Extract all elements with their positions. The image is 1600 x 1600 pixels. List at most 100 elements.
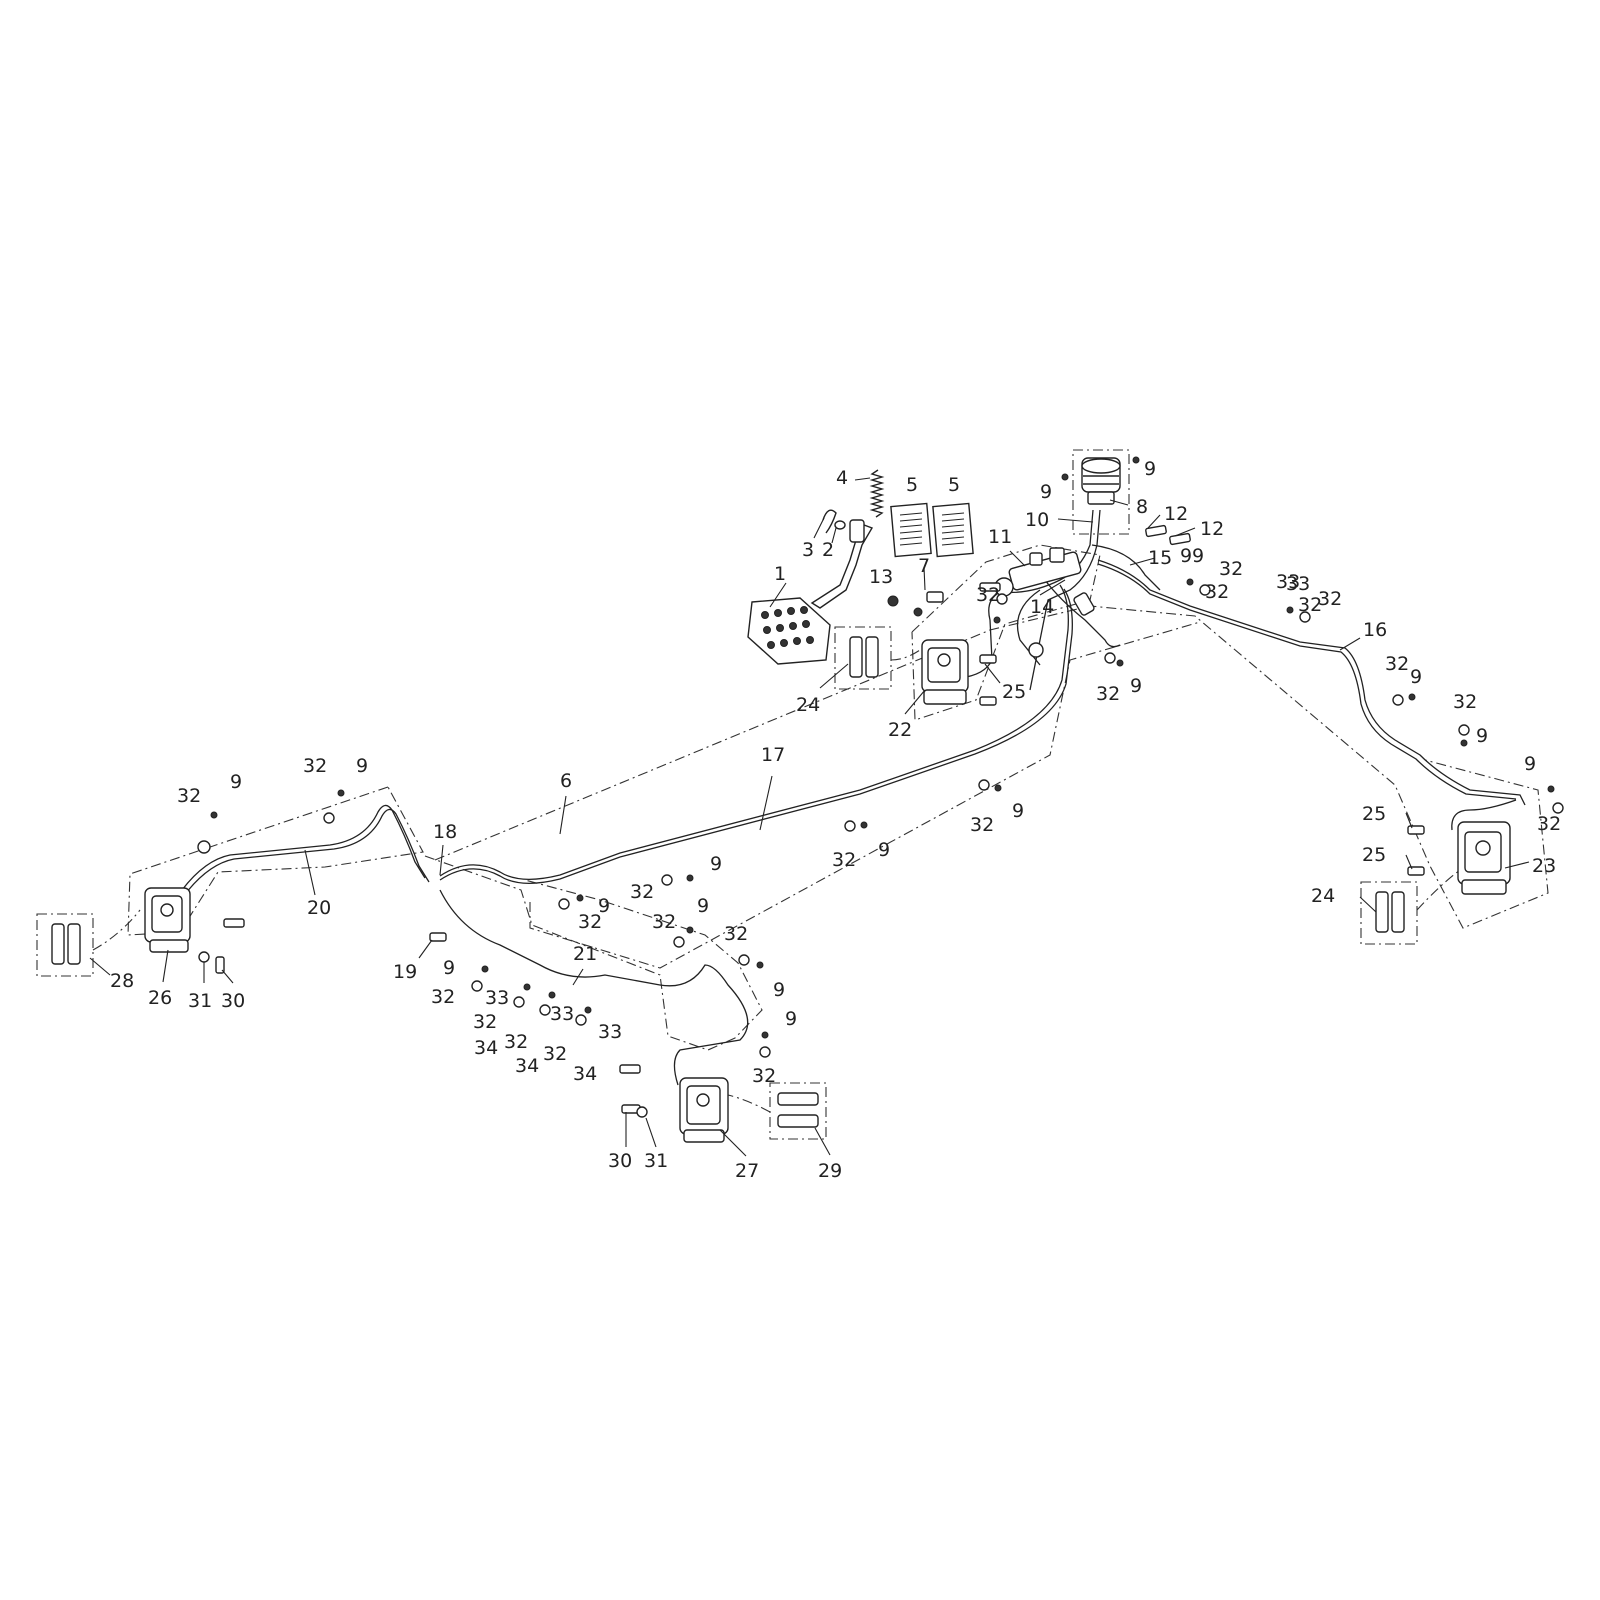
callout-28: 28: [110, 970, 134, 992]
bolt-30-rear: [619, 1064, 641, 1074]
callout-32: 32: [1096, 683, 1120, 705]
callout-17: 17: [761, 744, 785, 766]
pads-24-left: [849, 636, 879, 678]
bolt-30-left: [223, 918, 245, 928]
switch-14: [1073, 592, 1095, 616]
callout-32: 32: [652, 911, 676, 933]
callout-32: 32: [1219, 558, 1243, 580]
callout-13: 13: [869, 566, 893, 588]
brake-line-21: [439, 889, 749, 1086]
master-cylinder-assembly: [979, 457, 1191, 616]
brake-line-20: [181, 804, 426, 891]
callout-32: 32: [630, 881, 654, 903]
callout-9: 9: [356, 755, 368, 777]
nut-7: [913, 607, 923, 617]
reservoir-base: [1087, 491, 1115, 505]
hose-10-b: [1029, 509, 1101, 691]
callout-32: 32: [431, 986, 455, 1008]
arc-28-26: [92, 909, 141, 951]
callout-32: 32: [1453, 691, 1477, 713]
callout-24-left: 24: [796, 694, 820, 716]
callout-25-right-lower: 25: [1362, 844, 1386, 866]
hardware: [197, 456, 1564, 1118]
callout-32: 32: [1537, 813, 1561, 835]
caliper-23: [1457, 821, 1511, 895]
caliper-27: [679, 1077, 729, 1143]
callout-8: 8: [1136, 496, 1148, 518]
callout-31-rear: 31: [644, 1150, 668, 1172]
bolt-25d: [1407, 866, 1425, 876]
arc-29-27: [727, 1094, 771, 1113]
callout-23: 23: [1532, 855, 1556, 877]
hose-14: [1044, 579, 1121, 648]
callout-15: 15: [1148, 547, 1172, 569]
callout-9: 9: [1130, 675, 1142, 697]
clips-and-nuts: [197, 456, 1564, 1058]
bolt-12b: [1169, 532, 1191, 546]
pedal-covers-5: [890, 502, 974, 558]
callout-labels: 1 2 3 4 5 5 7 8 9 9 10 11 12 12 13 14 15…: [110, 458, 1561, 1182]
callout-12a: 12: [1164, 503, 1188, 525]
callout-25-center: 25: [1002, 681, 1026, 703]
callout-9: 9: [1012, 800, 1024, 822]
callout-30-rear: 30: [608, 1150, 632, 1172]
callout-9: 9: [773, 979, 785, 1001]
caliper-26: [144, 887, 191, 953]
outline-pads-24-left: [834, 626, 892, 690]
callout-10: 10: [1025, 509, 1049, 531]
callout-32: 32: [473, 1011, 497, 1033]
callout-4: 4: [836, 467, 848, 489]
callout-20: 20: [307, 897, 331, 919]
callout-9: 9: [1180, 545, 1192, 567]
bolt-7: [926, 591, 944, 603]
pads-28: [51, 923, 81, 965]
callout-32: 32: [976, 584, 1000, 606]
callout-5b: 5: [948, 474, 960, 496]
callout-32: 32: [1298, 594, 1322, 616]
callout-9: 9: [878, 839, 890, 861]
brake-line-17-b: [439, 588, 1073, 884]
caliper-22: [921, 639, 969, 705]
brake-pedal-assembly: [747, 469, 974, 665]
callout-9: 9: [598, 895, 610, 917]
callout-27: 27: [735, 1160, 759, 1182]
nut-13: [887, 595, 899, 607]
callout-29: 29: [818, 1160, 842, 1182]
callout-33: 33: [550, 1003, 574, 1025]
arc-24-23: [1416, 869, 1461, 911]
callout-1: 1: [774, 563, 786, 585]
pads-29: [777, 1092, 819, 1128]
outline-left-front: [127, 786, 424, 936]
callout-32: 32: [303, 755, 327, 777]
callout-9: 9: [1410, 666, 1422, 688]
callout-19: 19: [393, 961, 417, 983]
callout-34: 34: [573, 1063, 597, 1085]
reservoir-cap: [1081, 458, 1121, 474]
callout-18: 18: [433, 821, 457, 843]
master-cylinder-fitting-b: [1029, 552, 1043, 566]
outline-reservoir: [1072, 449, 1130, 535]
bolt-12a: [1145, 524, 1167, 538]
brake-line-20-b: [185, 808, 430, 894]
bolt-25b: [979, 696, 997, 706]
pedal-arm: [810, 524, 874, 609]
clip-3: [822, 509, 837, 534]
callout-32: 32: [543, 1043, 567, 1065]
callout-9: 9: [443, 957, 455, 979]
outline-pads-29: [769, 1082, 827, 1140]
callout-32: 32: [970, 814, 994, 836]
bolt-19: [429, 932, 447, 942]
callout-33: 33: [598, 1021, 622, 1043]
outline-pads-24-right: [1360, 881, 1418, 945]
washer-31-left: [198, 951, 210, 963]
callout-32: 32: [1318, 588, 1342, 610]
callout-12b: 12: [1200, 518, 1224, 540]
callout-32: 32: [578, 911, 602, 933]
callout-2: 2: [822, 539, 834, 561]
bolt-25c: [1407, 825, 1425, 835]
return-spring: [869, 469, 885, 518]
pedal-holes: [761, 606, 814, 649]
master-cylinder-11: [1008, 551, 1082, 591]
callout-30-left: 30: [221, 990, 245, 1012]
